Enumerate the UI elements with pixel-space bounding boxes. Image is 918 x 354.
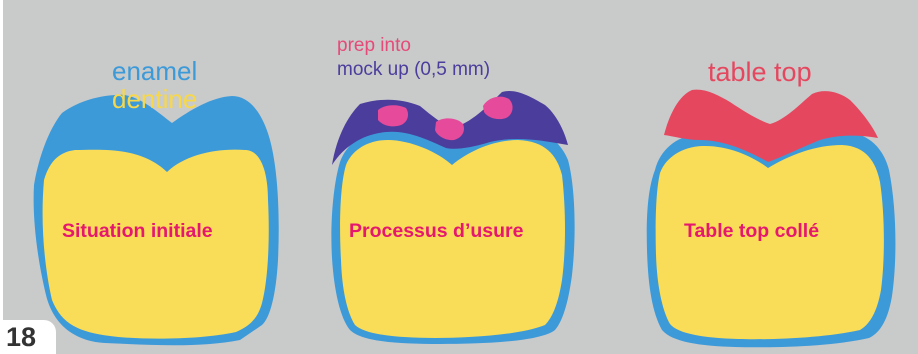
enamel-label: enamel	[112, 58, 197, 84]
figure-number: 18	[6, 324, 36, 351]
tooth-3-dentine	[656, 145, 884, 339]
dentine-label: dentine	[112, 86, 197, 112]
mock-up-label: mock up (0,5 mm)	[337, 60, 490, 79]
figure-number-tab: 18	[0, 320, 56, 354]
table-top-label: table top	[708, 59, 812, 86]
caption-processus-usure: Processus d’usure	[349, 222, 524, 242]
tooth-2-processus-usure	[331, 91, 574, 344]
prep-into-label: prep into	[337, 36, 411, 55]
tooth-2-prep-1	[378, 105, 408, 126]
tooth-1-dentine	[43, 150, 269, 339]
tooth-3-table-top	[647, 90, 896, 348]
caption-table-top-colle: Table top collé	[684, 222, 819, 242]
caption-situation-initiale: Situation initiale	[62, 222, 213, 242]
